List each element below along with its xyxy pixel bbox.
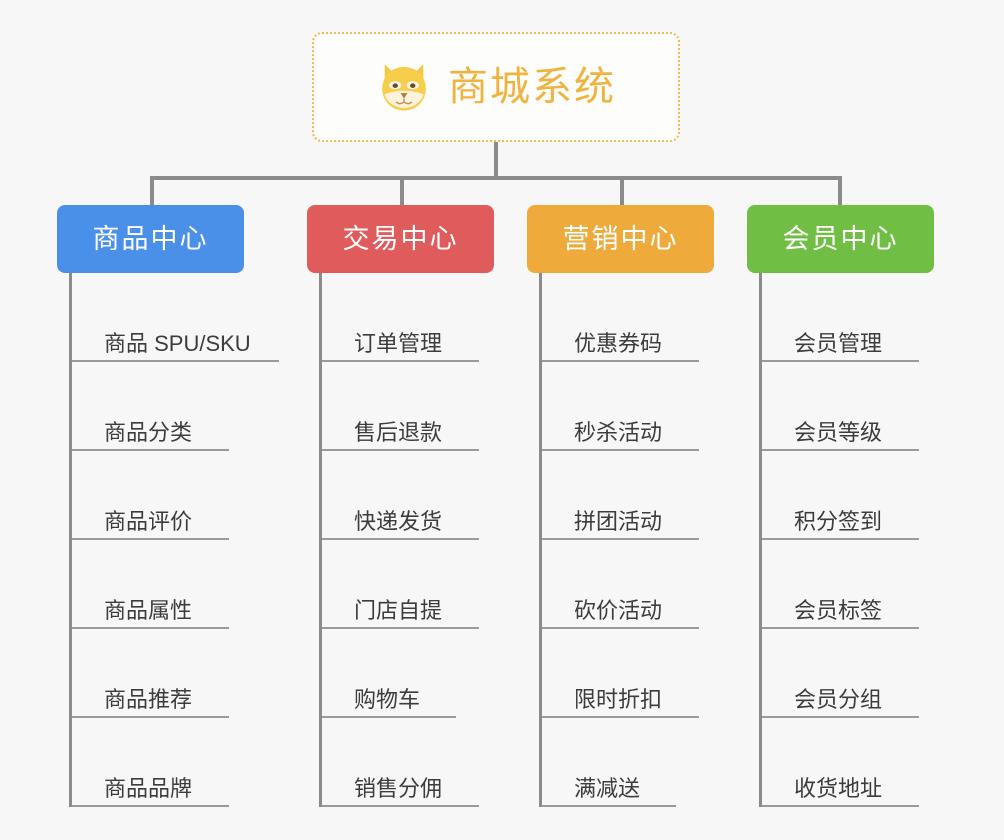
category-header-2[interactable]: 交易中心 bbox=[307, 205, 494, 273]
leaf-item[interactable]: 门店自提 bbox=[322, 540, 494, 629]
leaf-item[interactable]: 售后退款 bbox=[322, 362, 494, 451]
root-title: 商城系统 bbox=[448, 65, 616, 109]
leaf-item[interactable]: 砍价活动 bbox=[542, 540, 714, 629]
leaf-item-underline bbox=[542, 805, 676, 807]
category-title: 交易中心 bbox=[342, 223, 459, 254]
leaf-item[interactable]: 限时折扣 bbox=[542, 629, 714, 718]
leaf-item-underline bbox=[322, 360, 479, 362]
category-column: 会员中心会员管理会员等级积分签到会员标签会员分组收货地址 bbox=[747, 205, 934, 807]
leaf-item-label: 门店自提 bbox=[354, 598, 443, 623]
leaf-item-underline bbox=[72, 805, 229, 807]
leaf-item[interactable]: 商品分类 bbox=[72, 362, 244, 451]
leaf-item-underline bbox=[322, 805, 479, 807]
root-node[interactable]: 商城系统 bbox=[312, 32, 680, 142]
leaf-list: 订单管理售后退款快递发货门店自提购物车销售分佣 bbox=[319, 273, 494, 807]
leaf-item-underline bbox=[762, 627, 919, 629]
leaf-item-label: 限时折扣 bbox=[574, 687, 663, 712]
leaf-item-underline bbox=[762, 716, 919, 718]
leaf-item-label: 优惠券码 bbox=[574, 331, 663, 356]
leaf-item-label: 销售分佣 bbox=[354, 776, 443, 801]
leaf-item[interactable]: 销售分佣 bbox=[322, 718, 494, 807]
leaf-item[interactable]: 会员等级 bbox=[762, 362, 934, 451]
leaf-item-label: 购物车 bbox=[354, 687, 421, 712]
leaf-item-underline bbox=[72, 449, 229, 451]
leaf-item[interactable]: 商品属性 bbox=[72, 540, 244, 629]
leaf-item-label: 商品评价 bbox=[104, 509, 193, 534]
leaf-item-underline bbox=[322, 716, 456, 718]
leaf-item-label: 商品推荐 bbox=[104, 687, 193, 712]
leaf-item[interactable]: 商品品牌 bbox=[72, 718, 244, 807]
leaf-item[interactable]: 秒杀活动 bbox=[542, 362, 714, 451]
leaf-item-underline bbox=[542, 716, 699, 718]
connector-drop-3 bbox=[620, 176, 624, 206]
leaf-item-label: 商品 SPU/SKU bbox=[104, 331, 251, 356]
leaf-item[interactable]: 拼团活动 bbox=[542, 451, 714, 540]
leaf-item-underline bbox=[762, 360, 919, 362]
category-column: 交易中心订单管理售后退款快递发货门店自提购物车销售分佣 bbox=[307, 205, 494, 807]
leaf-item-label: 售后退款 bbox=[354, 420, 443, 445]
leaf-item[interactable]: 商品 SPU/SKU bbox=[72, 273, 279, 362]
leaf-item-underline bbox=[322, 449, 479, 451]
category-header-4[interactable]: 会员中心 bbox=[747, 205, 934, 273]
leaf-item-label: 会员管理 bbox=[794, 331, 883, 356]
leaf-item-underline bbox=[762, 538, 919, 540]
leaf-item-label: 订单管理 bbox=[354, 331, 443, 356]
connector-drop-1 bbox=[150, 176, 154, 206]
category-column: 营销中心优惠券码秒杀活动拼团活动砍价活动限时折扣满减送 bbox=[527, 205, 714, 807]
leaf-item[interactable]: 订单管理 bbox=[322, 273, 494, 362]
leaf-item-underline bbox=[322, 627, 479, 629]
leaf-item-underline bbox=[322, 538, 479, 540]
leaf-list: 商品 SPU/SKU 商品分类商品评价商品属性商品推荐商品品牌 bbox=[69, 273, 279, 807]
leaf-item[interactable]: 会员分组 bbox=[762, 629, 934, 718]
leaf-item-label: 商品属性 bbox=[104, 598, 193, 623]
leaf-list: 会员管理会员等级积分签到会员标签会员分组收货地址 bbox=[759, 273, 934, 807]
leaf-item-label: 商品分类 bbox=[104, 420, 193, 445]
leaf-item-label: 收货地址 bbox=[794, 776, 883, 801]
leaf-item-underline bbox=[542, 627, 699, 629]
leaf-item[interactable]: 快递发货 bbox=[322, 451, 494, 540]
connector-bus bbox=[150, 176, 842, 180]
leaf-item[interactable]: 会员标签 bbox=[762, 540, 934, 629]
leaf-list: 优惠券码秒杀活动拼团活动砍价活动限时折扣满减送 bbox=[539, 273, 714, 807]
connector-drop-4 bbox=[838, 176, 842, 206]
leaf-item-label: 会员标签 bbox=[794, 598, 883, 623]
connector-drop-2 bbox=[400, 176, 404, 206]
leaf-item[interactable]: 满减送 bbox=[542, 718, 714, 807]
leaf-item-underline bbox=[762, 449, 919, 451]
category-title: 商品中心 bbox=[92, 223, 209, 254]
leaf-item-label: 会员等级 bbox=[794, 420, 883, 445]
leaf-item-underline bbox=[542, 538, 699, 540]
category-column: 商品中心商品 SPU/SKU 商品分类商品评价商品属性商品推荐商品品牌 bbox=[57, 205, 279, 807]
leaf-item[interactable]: 会员管理 bbox=[762, 273, 934, 362]
leaf-item[interactable]: 商品推荐 bbox=[72, 629, 244, 718]
leaf-item-label: 拼团活动 bbox=[574, 509, 663, 534]
category-title: 营销中心 bbox=[562, 223, 679, 254]
leaf-item-label: 砍价活动 bbox=[574, 598, 663, 623]
leaf-item[interactable]: 优惠券码 bbox=[542, 273, 714, 362]
connector-root-stem bbox=[494, 142, 498, 178]
leaf-item-label: 商品品牌 bbox=[104, 776, 193, 801]
leaf-item-label: 秒杀活动 bbox=[574, 420, 663, 445]
leaf-item-underline bbox=[72, 360, 279, 362]
category-title: 会员中心 bbox=[782, 223, 899, 254]
leaf-item-underline bbox=[542, 360, 699, 362]
leaf-item-label: 会员分组 bbox=[794, 687, 883, 712]
category-header-3[interactable]: 营销中心 bbox=[527, 205, 714, 273]
leaf-item-underline bbox=[72, 716, 229, 718]
category-header-1[interactable]: 商品中心 bbox=[57, 205, 244, 273]
leaf-item[interactable]: 收货地址 bbox=[762, 718, 934, 807]
leaf-item-underline bbox=[72, 538, 229, 540]
leaf-item-label: 快递发货 bbox=[354, 509, 443, 534]
leaf-item-label: 积分签到 bbox=[794, 509, 883, 534]
leaf-item[interactable]: 购物车 bbox=[322, 629, 494, 718]
leaf-item-label: 满减送 bbox=[574, 776, 641, 801]
leaf-item-underline bbox=[542, 449, 699, 451]
shiba-dog-face-icon bbox=[382, 64, 426, 111]
leaf-item[interactable]: 商品评价 bbox=[72, 451, 244, 540]
leaf-item[interactable]: 积分签到 bbox=[762, 451, 934, 540]
leaf-item-underline bbox=[72, 627, 229, 629]
leaf-item-underline bbox=[762, 805, 919, 807]
